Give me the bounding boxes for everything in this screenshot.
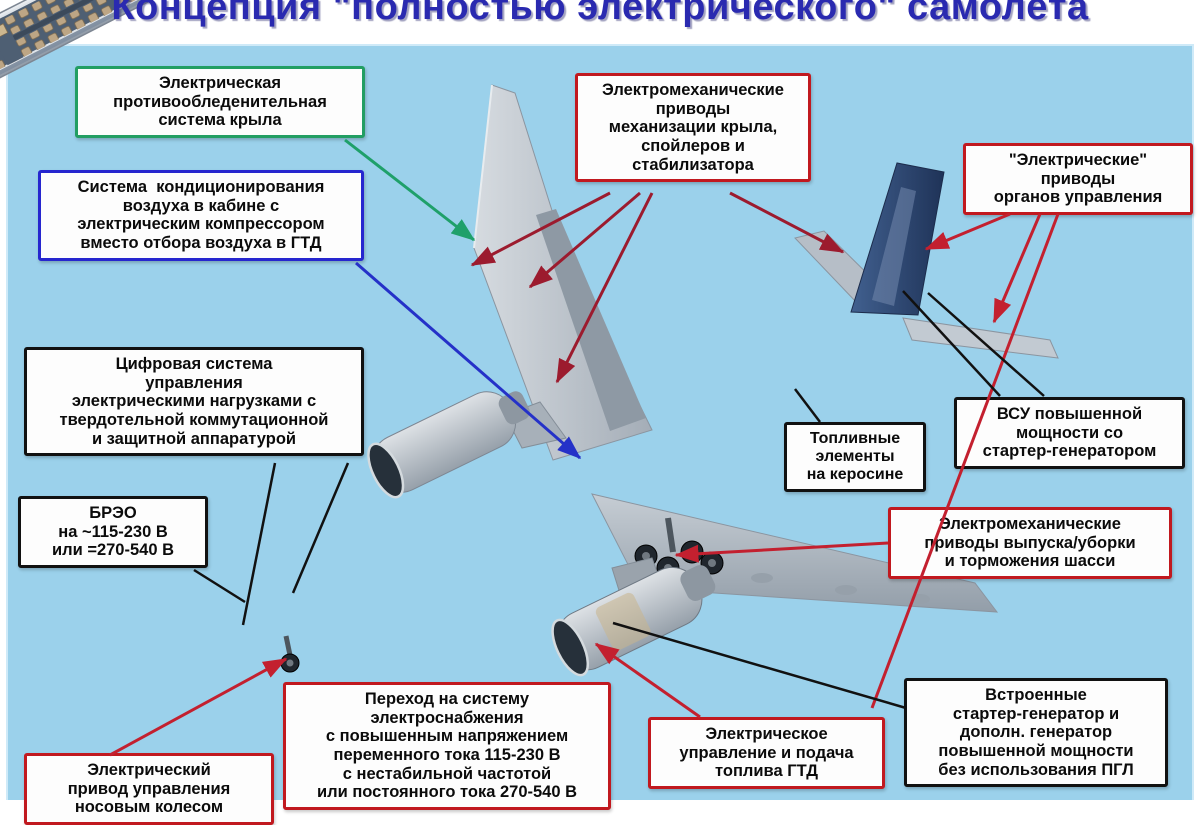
- nose-landing-gear: [280, 635, 300, 673]
- callout-landing-gear-drives: Электромеханические приводы выпуска/убор…: [888, 507, 1172, 579]
- right-stabilizer: [902, 317, 1059, 359]
- tail-fin: [850, 162, 945, 316]
- cabin-cutaway: [0, 0, 314, 167]
- callout-wing-mechanization-drives: Электромеханические приводы механизации …: [575, 73, 811, 183]
- callout-power-system-transition: Переход на систему электроснабжения с по…: [283, 682, 611, 810]
- right-engine: [551, 557, 716, 677]
- callout-builtin-starter-generator: Встроенные стартер-генератор и дополн. г…: [904, 678, 1168, 788]
- poster-title: Концепция "полностью электрического" сам…: [111, 0, 1089, 28]
- callout-avionics-breo: БРЭО на ~115-230 В или =270-540 В: [18, 496, 208, 568]
- callout-digital-load-management: Цифровая система управления электрически…: [24, 347, 364, 457]
- callout-engine-fuel-control: Электрическое управление и подача топлив…: [648, 717, 885, 789]
- callout-anti-ice-system: Электрическая противообледенительная сис…: [75, 66, 365, 138]
- fuselage: [0, 0, 438, 198]
- callout-fuel-cells: Топливные элементы на керосине: [784, 422, 926, 493]
- callout-air-conditioning: Система кондиционирования воздуха в каби…: [38, 170, 364, 261]
- callout-flight-control-drives: "Электрические" приводы органов управлен…: [963, 143, 1193, 215]
- callout-apu-starter-generator: ВСУ повышенной мощности со стартер-генер…: [954, 397, 1185, 469]
- callout-nose-wheel-drive: Электрический привод управления носовым …: [24, 753, 274, 825]
